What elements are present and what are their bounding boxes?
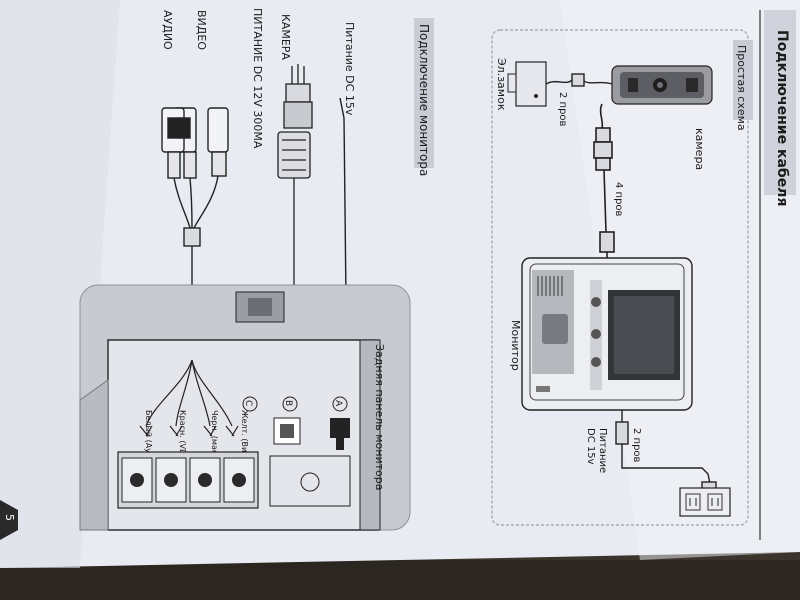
- rear-panel-title: Задняя панель монитора: [373, 344, 386, 490]
- terminal-wires: [139, 359, 239, 437]
- terminal-blocks: [117, 451, 351, 509]
- panel-side: [79, 379, 109, 531]
- lock-label: Эл.замок: [495, 58, 508, 111]
- page-number: 5: [3, 514, 16, 521]
- simple-scheme-heading: Простая схема: [735, 45, 748, 131]
- terminal-label-4: Белый (Аудио): [144, 410, 153, 472]
- header-bar: [764, 10, 796, 195]
- door-camera: [611, 65, 713, 105]
- camera-cable: [593, 103, 615, 262]
- socket-c: C: [242, 396, 258, 412]
- power-cable: [615, 410, 717, 493]
- socket-a: A: [330, 396, 350, 450]
- label-audio: АУДИО: [161, 10, 174, 50]
- terminal-label-2: Черн. (масса): [210, 410, 219, 467]
- label-power-12v: ПИТАНИЕ DC 12V 300MA: [251, 8, 264, 149]
- terminal-label-1: Желт. (Видео): [240, 410, 249, 471]
- lock-wire: [545, 73, 613, 87]
- panel-edge: [359, 339, 381, 531]
- indoor-monitor: [521, 257, 693, 411]
- simple-scheme-tab: [733, 40, 753, 120]
- svg-text:A: A: [333, 400, 343, 407]
- rca-cable: [161, 107, 229, 360]
- lock-wire-label: 2 пров: [557, 92, 568, 127]
- svg-text:C: C: [243, 400, 253, 406]
- monitor-connection-tab: [414, 18, 434, 168]
- power-label-1: Питание: [597, 428, 608, 473]
- monitor-label: Монитор: [509, 320, 522, 371]
- power-label-2: DC 15v: [585, 428, 596, 465]
- label-camera: КАМЕРА: [279, 14, 292, 60]
- camera-label: камера: [693, 128, 706, 170]
- wall-socket: [679, 487, 731, 517]
- table-edge: [0, 560, 800, 600]
- label-video: ВИДЕО: [195, 10, 208, 50]
- svg-text:B: B: [283, 400, 293, 406]
- power-adapter-slot: [248, 298, 272, 316]
- power-wire-label: 2 пров: [631, 428, 642, 463]
- simple-scheme-frame: [491, 29, 749, 526]
- page-number-marker: [0, 500, 18, 540]
- label-power-dc15: Питание DC 15v: [343, 22, 356, 116]
- four-wire-label: 4 пров: [613, 182, 624, 217]
- socket-b: B: [273, 396, 301, 445]
- section-title: Подключение кабеля: [774, 30, 790, 206]
- monitor-connection-heading: Подключение монитора: [417, 24, 431, 176]
- terminal-label-3: Красн. (VDD): [178, 410, 187, 464]
